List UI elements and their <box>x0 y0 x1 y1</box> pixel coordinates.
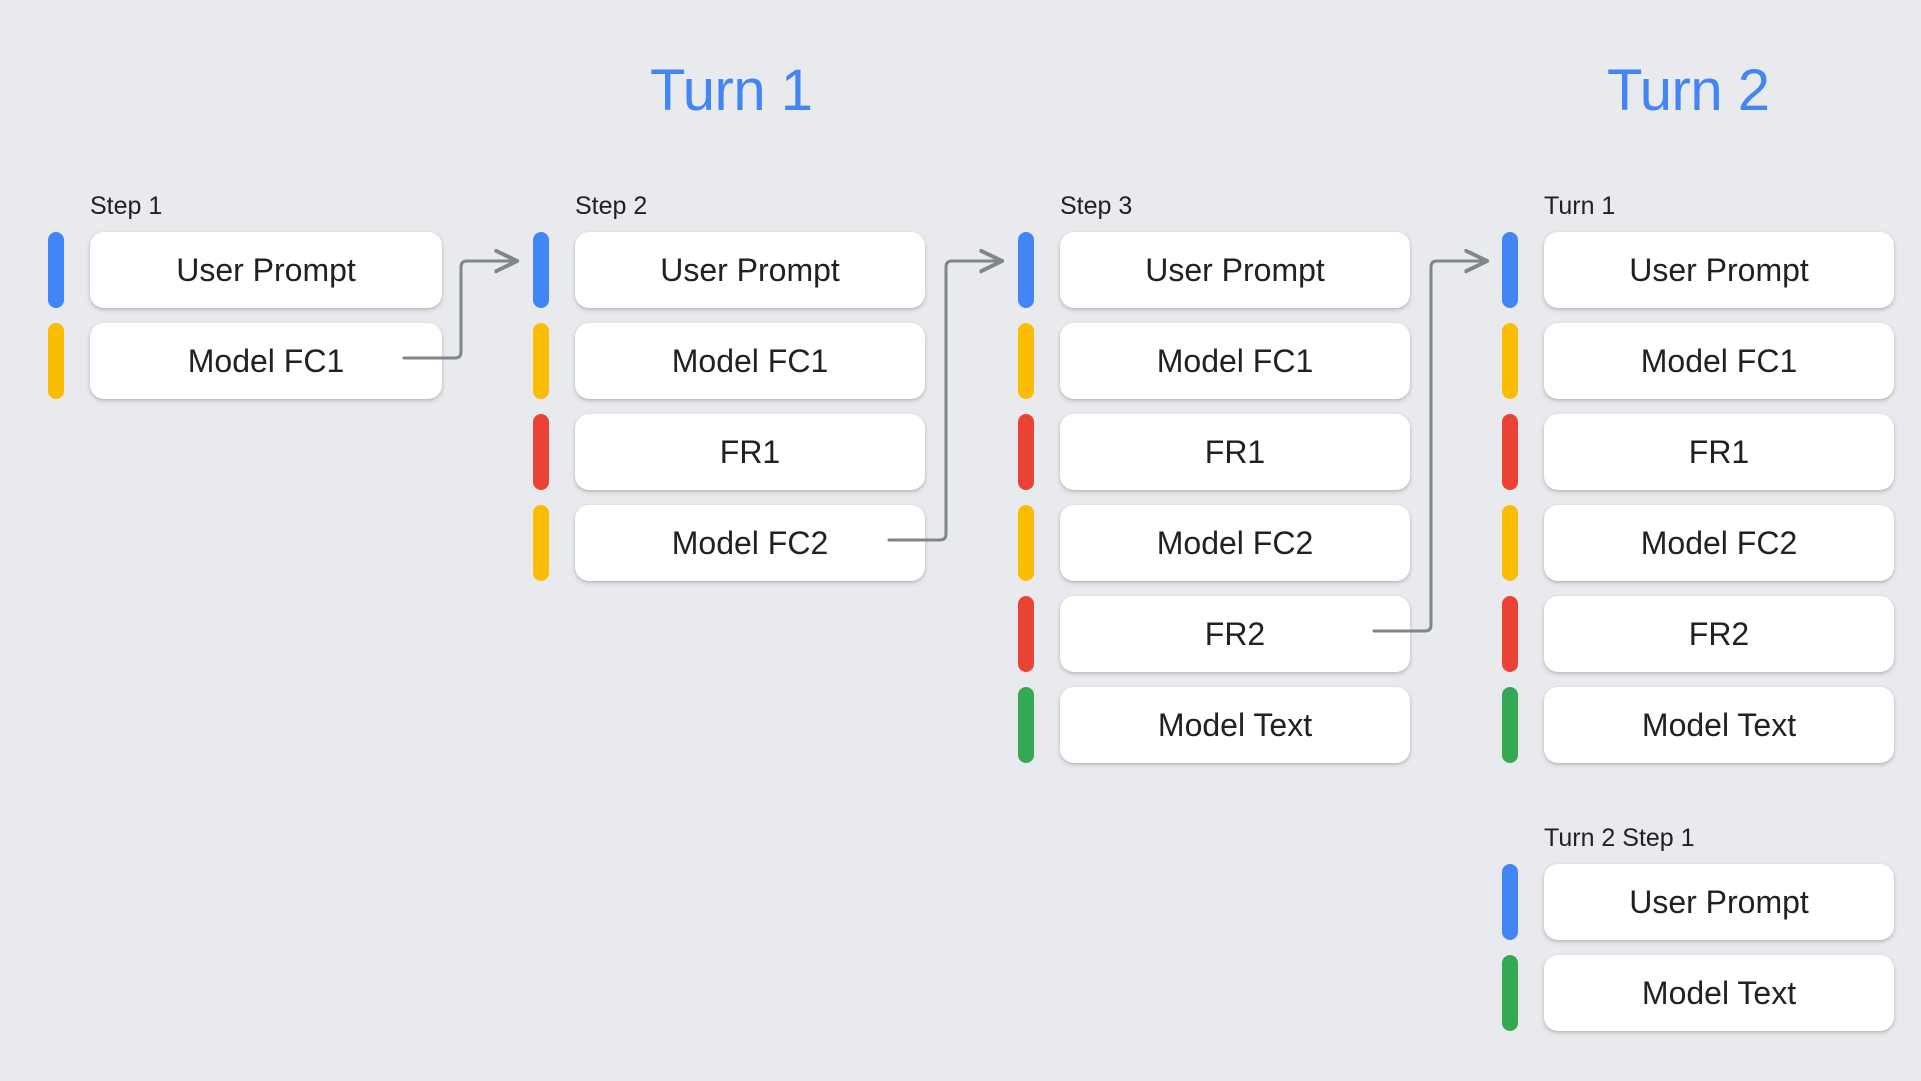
card-model-function-call[interactable]: Model FC1 <box>90 323 442 399</box>
row-model-text[interactable]: Model Text <box>1502 687 1894 763</box>
card-label: User Prompt <box>1145 252 1325 288</box>
color-bar-model-function-call <box>533 323 549 399</box>
turn-1-title: Turn 1 <box>650 58 813 123</box>
color-bar-user-prompt <box>1018 232 1034 308</box>
card-label: User Prompt <box>1629 252 1809 288</box>
card-label: Model FC1 <box>187 343 345 379</box>
color-bar-model-function-call <box>1502 323 1518 399</box>
card-label: Model Text <box>1641 707 1797 743</box>
column-header-turn2-turn-1: Turn 1 <box>1544 192 1616 220</box>
row-model-text[interactable]: Model Text <box>1502 955 1894 1031</box>
row-model-function-call[interactable]: Model FC2 <box>1502 505 1894 581</box>
color-bar-function-response <box>1502 414 1518 490</box>
color-bar-model-function-call <box>1502 505 1518 581</box>
card-model-text[interactable]: Model Text <box>1060 687 1410 763</box>
column-header-step-2: Step 2 <box>575 192 648 220</box>
card-function-response[interactable]: FR2 <box>1544 596 1894 672</box>
color-bar-user-prompt <box>1502 864 1518 940</box>
color-bar-model-function-call <box>533 505 549 581</box>
row-function-response[interactable]: FR2 <box>1502 596 1894 672</box>
card-label: FR1 <box>719 434 781 470</box>
row-user-prompt[interactable]: User Prompt <box>1018 232 1410 308</box>
row-user-prompt[interactable]: User Prompt <box>48 232 442 308</box>
card-label: FR1 <box>1688 434 1750 470</box>
card-label: Model Text <box>1157 707 1313 743</box>
row-user-prompt[interactable]: User Prompt <box>533 232 925 308</box>
card-label: FR1 <box>1204 434 1266 470</box>
row-model-function-call[interactable]: Model FC2 <box>533 505 925 581</box>
color-bar-model-text <box>1502 687 1518 763</box>
color-bar-model-text <box>1502 955 1518 1031</box>
card-label: Model Text <box>1641 975 1797 1011</box>
row-user-prompt[interactable]: User Prompt <box>1502 864 1894 940</box>
row-function-response[interactable]: FR1 <box>1018 414 1410 490</box>
color-bar-model-function-call <box>1018 505 1034 581</box>
card-user-prompt[interactable]: User Prompt <box>1060 232 1410 308</box>
color-bar-function-response <box>1018 414 1034 490</box>
card-function-response[interactable]: FR1 <box>1060 414 1410 490</box>
turn-2-title: Turn 2 <box>1607 58 1770 123</box>
card-label: Model FC2 <box>1156 525 1314 561</box>
card-label: Model FC2 <box>1640 525 1798 561</box>
card-label: Model FC1 <box>671 343 829 379</box>
color-bar-user-prompt <box>48 232 64 308</box>
color-bar-function-response <box>1502 596 1518 672</box>
column-header-turn2-step-1: Turn 2 Step 1 <box>1544 824 1695 852</box>
row-model-function-call[interactable]: Model FC1 <box>1018 323 1410 399</box>
card-model-function-call[interactable]: Model FC1 <box>1544 323 1894 399</box>
card-function-response[interactable]: FR1 <box>575 414 925 490</box>
card-label: FR2 <box>1688 616 1750 652</box>
card-user-prompt[interactable]: User Prompt <box>1544 864 1894 940</box>
row-model-function-call[interactable]: Model FC2 <box>1018 505 1410 581</box>
column-header-step-1: Step 1 <box>90 192 163 220</box>
row-function-response[interactable]: FR2 <box>1018 596 1410 672</box>
card-model-function-call[interactable]: Model FC2 <box>1544 505 1894 581</box>
card-function-response[interactable]: FR2 <box>1060 596 1410 672</box>
row-model-function-call[interactable]: Model FC1 <box>533 323 925 399</box>
card-label: User Prompt <box>1629 884 1809 920</box>
card-label: FR2 <box>1204 616 1266 652</box>
color-bar-user-prompt <box>1502 232 1518 308</box>
card-user-prompt[interactable]: User Prompt <box>575 232 925 308</box>
color-bar-user-prompt <box>533 232 549 308</box>
row-user-prompt[interactable]: User Prompt <box>1502 232 1894 308</box>
card-label: User Prompt <box>176 252 356 288</box>
card-model-text[interactable]: Model Text <box>1544 955 1894 1031</box>
card-model-function-call[interactable]: Model FC2 <box>575 505 925 581</box>
card-model-function-call[interactable]: Model FC1 <box>1060 323 1410 399</box>
row-model-function-call[interactable]: Model FC1 <box>1502 323 1894 399</box>
color-bar-model-function-call <box>1018 323 1034 399</box>
card-model-function-call[interactable]: Model FC2 <box>1060 505 1410 581</box>
card-function-response[interactable]: FR1 <box>1544 414 1894 490</box>
color-bar-function-response <box>533 414 549 490</box>
color-bar-model-function-call <box>48 323 64 399</box>
card-label: Model FC1 <box>1156 343 1314 379</box>
card-label: Model FC1 <box>1640 343 1798 379</box>
row-model-text[interactable]: Model Text <box>1018 687 1410 763</box>
row-model-function-call[interactable]: Model FC1 <box>48 323 442 399</box>
card-user-prompt[interactable]: User Prompt <box>1544 232 1894 308</box>
card-model-function-call[interactable]: Model FC1 <box>575 323 925 399</box>
color-bar-model-text <box>1018 687 1034 763</box>
row-function-response[interactable]: FR1 <box>533 414 925 490</box>
color-bar-function-response <box>1018 596 1034 672</box>
card-label: Model FC2 <box>671 525 829 561</box>
column-header-step-3: Step 3 <box>1060 192 1133 220</box>
card-user-prompt[interactable]: User Prompt <box>90 232 442 308</box>
card-label: User Prompt <box>660 252 840 288</box>
row-function-response[interactable]: FR1 <box>1502 414 1894 490</box>
card-model-text[interactable]: Model Text <box>1544 687 1894 763</box>
